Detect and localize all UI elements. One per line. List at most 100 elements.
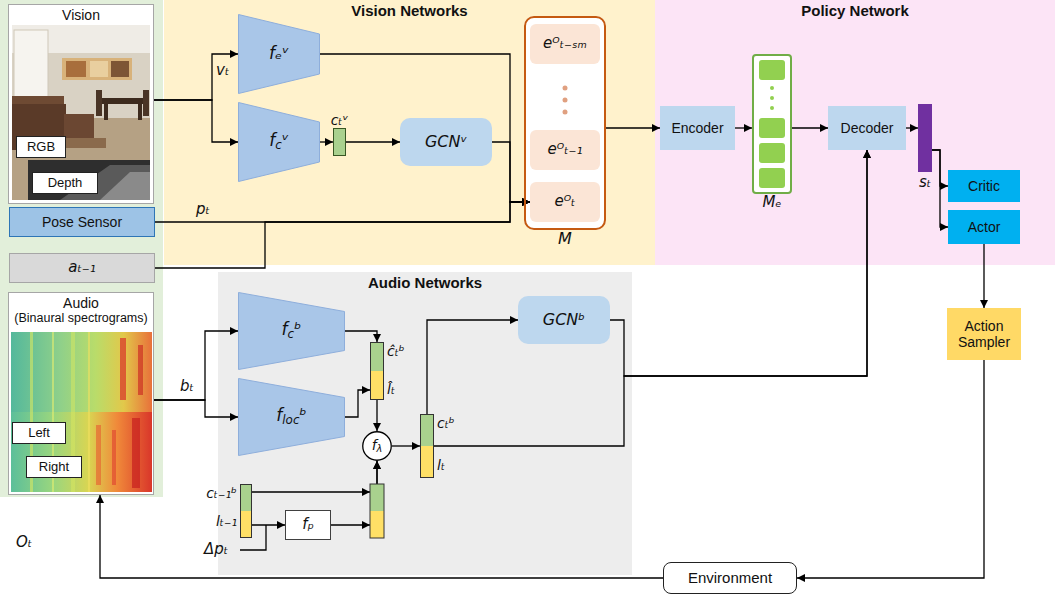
feature-bar: ĉₜᵇl̂ₜ <box>370 342 384 400</box>
feature-bar: cₜᵛ <box>333 128 346 156</box>
connector <box>735 127 752 128</box>
image-tag: RGB <box>16 136 66 158</box>
network-panel: Policy NetworkEncoderMₑDecodersₜCriticAc… <box>655 0 1055 265</box>
connector <box>154 331 238 400</box>
predictor-box: fₚ <box>285 510 331 540</box>
node-label: Policy Network <box>801 2 909 19</box>
transformer-block: Decoder <box>828 106 906 150</box>
node-label: Left <box>28 426 50 441</box>
subscript: l <box>282 413 285 427</box>
connector <box>320 54 530 202</box>
node-label: Mₑ <box>762 194 781 211</box>
connector <box>155 202 530 268</box>
connector <box>345 331 377 342</box>
connector <box>252 524 285 525</box>
signal-label: pₜ <box>196 201 210 218</box>
vision-box-fill <box>8 4 154 204</box>
signal-label: vₜ <box>216 62 229 79</box>
audio-box-fill <box>8 292 154 495</box>
memory-box: Mₑ <box>752 54 792 194</box>
node-label: GCNᵇ <box>543 311 585 329</box>
node-label: (Binaural spectrograms) <box>14 311 147 325</box>
network-panel: Vision NetworksfₑᵛfcᵛcₜᵛGCNᵛMeᴼₜ₋ₛₘeᴼₜ₋₁… <box>164 0 655 265</box>
input-panel: VisionRGB Depth <box>8 4 154 204</box>
image-tag: Depth <box>32 172 98 194</box>
node-label: ĉₜᵇ <box>387 343 405 359</box>
subscript: c <box>293 413 300 427</box>
node-label: Encoder <box>671 120 723 136</box>
connector <box>320 141 333 142</box>
node-label: l̂ₜ <box>387 381 395 397</box>
node-label: flocᵇ <box>276 406 306 428</box>
connector <box>345 390 370 417</box>
subscript: λ <box>377 444 383 455</box>
node-label: M <box>558 230 572 248</box>
node-label: Actor <box>968 219 1001 235</box>
subscript: c <box>275 138 282 152</box>
cnn-encoder: fcᵇ <box>238 292 345 370</box>
image-tag: Right <box>26 456 82 478</box>
connector <box>906 127 918 128</box>
connector <box>252 461 377 492</box>
room-image <box>12 25 150 200</box>
trapezoid <box>239 379 345 456</box>
node-label: fλ <box>372 437 383 455</box>
connector <box>346 141 400 142</box>
gcn-block: GCNᵛ <box>400 118 492 166</box>
subscript: c <box>288 327 295 341</box>
connector <box>792 127 828 128</box>
network-panel: Audio Networksfcᵇflocᵇĉₜᵇl̂ₜfλcₜᵇlₜGCNᵇc… <box>218 272 632 575</box>
sensor-box: Pose Sensor <box>9 207 155 237</box>
connector <box>797 360 984 578</box>
node-label: aₜ₋₁ <box>68 259 96 276</box>
input-box: aₜ₋₁ <box>9 253 155 283</box>
arrow-head <box>362 521 370 529</box>
node-label: RGB <box>27 140 55 155</box>
memory-fill <box>524 16 606 230</box>
memory-cell <box>759 143 785 163</box>
subscript: o <box>286 413 293 427</box>
input-region <box>0 0 163 497</box>
head-box: Actor <box>948 210 1020 244</box>
node-label: Pose Sensor <box>42 214 122 230</box>
memory-box: Meᴼₜ₋ₛₘeᴼₜ₋₁eᴼₜ <box>524 16 606 230</box>
node-label: fcᵇ <box>282 320 302 342</box>
memory-cells <box>754 56 790 192</box>
trapezoid <box>239 293 345 370</box>
input-panel: Audio(Binaural spectrograms) LeftRight <box>8 292 154 495</box>
memory-slot: eᴼₜ <box>530 182 600 222</box>
merge-bar <box>370 484 384 511</box>
node-label: sₜ <box>919 174 931 191</box>
node-label: eᴼₜ₋₁ <box>547 141 582 158</box>
connector <box>154 400 238 417</box>
signal-label: Oₜ <box>16 534 32 551</box>
memory-slot: eᴼₜ₋ₛₘ <box>530 24 600 64</box>
connector <box>427 320 518 414</box>
connector <box>392 445 420 446</box>
arrow-head <box>362 488 370 496</box>
node-label: Audio <box>63 295 99 311</box>
connector <box>154 54 238 100</box>
head-box: Critic <box>948 170 1020 202</box>
ellipsis-dot <box>770 96 774 100</box>
trapezoid <box>239 103 320 182</box>
node-label: cₜ₋₁ᵇ <box>206 485 237 501</box>
feature-bar: cₜ₋₁ᵇlₜ₋₁ <box>240 484 252 538</box>
node-label: cₜᵇ <box>437 415 455 431</box>
node-label: Decoder <box>841 120 894 136</box>
gcn-block: GCNᵇ <box>518 296 610 344</box>
node-label: Audio Networks <box>368 274 482 291</box>
ellipsis-dot <box>770 86 774 90</box>
connector <box>434 150 867 446</box>
memory-slot: eᴼₜ₋₁ <box>530 130 600 170</box>
signal-label: Δpₜ <box>204 541 228 558</box>
image-tag: Left <box>12 422 66 444</box>
node-label: Depth <box>48 176 83 191</box>
ellipsis-dot <box>770 106 774 110</box>
node-label: lₜ <box>437 457 445 473</box>
environment-box: Environment <box>663 562 797 594</box>
vision-panel-fill <box>164 0 655 265</box>
connector <box>932 150 948 227</box>
audio-panel-fill <box>218 272 632 575</box>
node-label: Vision <box>62 7 100 23</box>
